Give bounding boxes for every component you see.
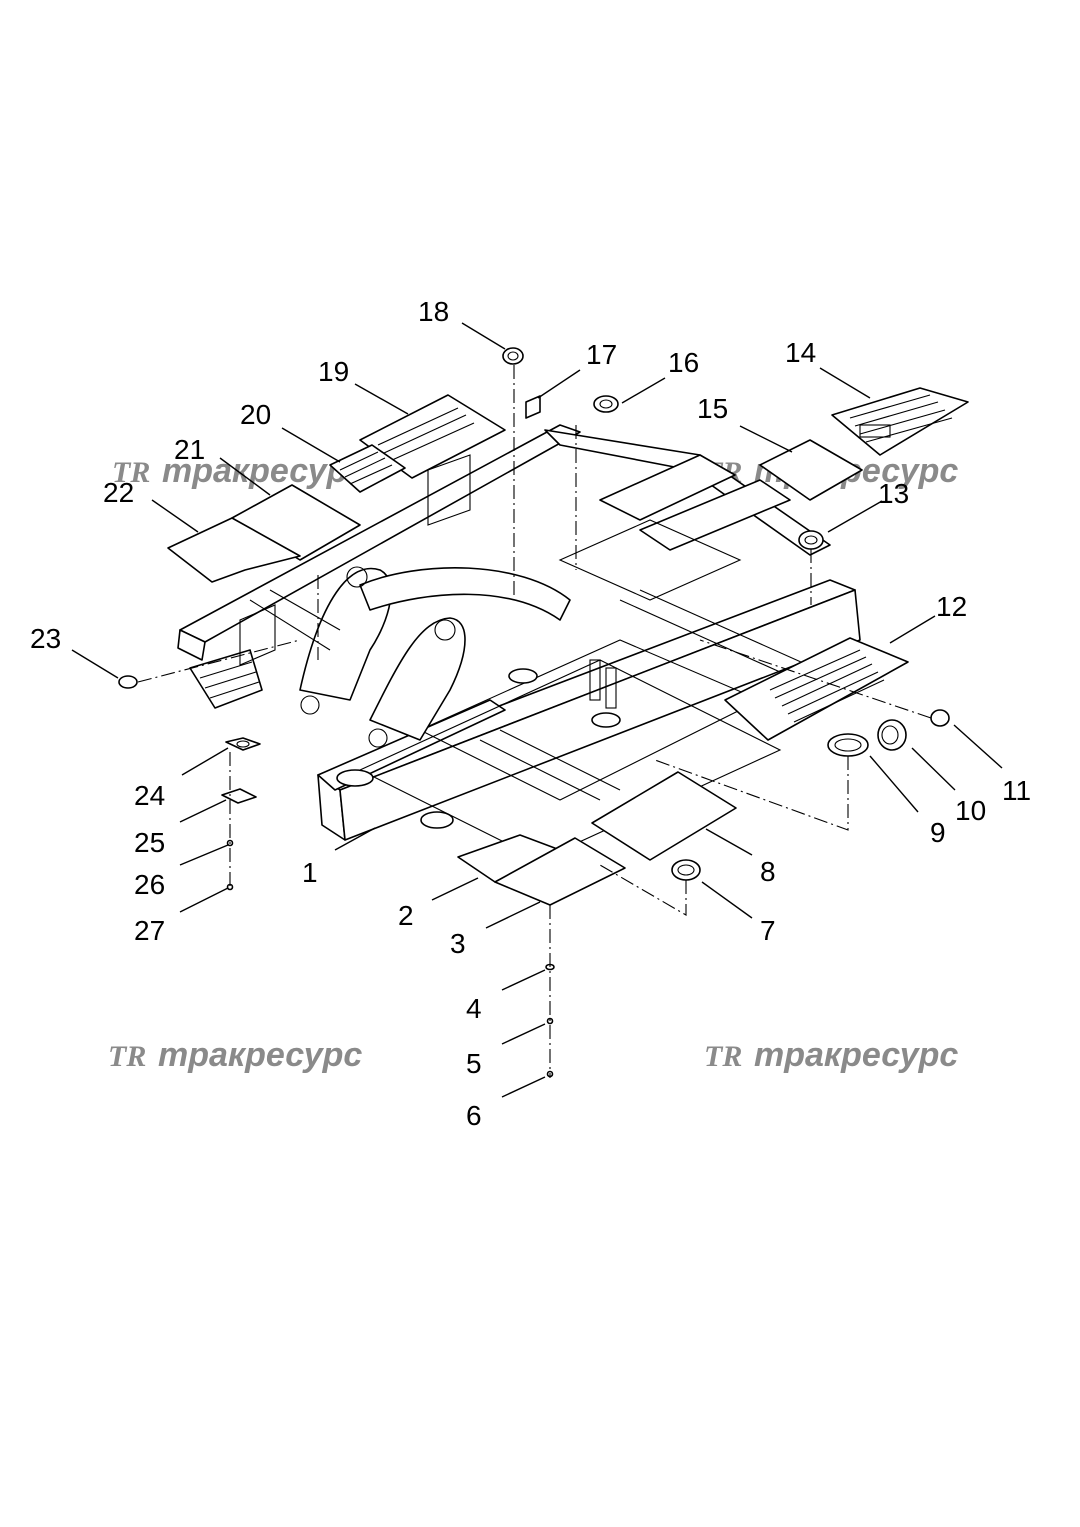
callout-27: 27: [134, 915, 165, 946]
ring-10: [877, 719, 907, 751]
vented-panel-20: [329, 444, 406, 493]
cap-23: [118, 675, 138, 689]
callout-17: 17: [586, 339, 617, 370]
callout-23: 23: [30, 623, 61, 654]
callout-14: 14: [785, 337, 816, 368]
watermark-logo: TR: [108, 1040, 146, 1073]
callout-9: 9: [930, 817, 946, 848]
cover-plate-8: [591, 771, 737, 861]
callout-22: 22: [103, 477, 134, 508]
watermark-bottom-left: TR тракресурс: [108, 1036, 362, 1074]
callout-13: 13: [878, 478, 909, 509]
callout-25: 25: [134, 827, 165, 858]
cover-plate-3: [494, 837, 626, 906]
callout-19: 19: [318, 356, 349, 387]
callout-1: 1: [302, 857, 318, 888]
callout-15: 15: [697, 393, 728, 424]
callout-16: 16: [668, 347, 699, 378]
cover-plate-15: [759, 439, 863, 501]
watermark-text: тракресурс: [158, 1036, 362, 1074]
grommet-7: [671, 859, 701, 881]
callout-18: 18: [418, 296, 449, 327]
watermark-logo: TR: [704, 1040, 742, 1073]
main-frame: [177, 424, 861, 861]
callout-2: 2: [398, 900, 414, 931]
grille-14: [831, 387, 969, 456]
vented-panel-12: [724, 637, 909, 741]
grommet-9: [827, 733, 869, 757]
watermark-bottom-right: TR тракресурс: [704, 1036, 958, 1074]
cover-plate-22: [167, 517, 301, 583]
callout-6: 6: [466, 1100, 482, 1131]
callout-20: 20: [240, 399, 271, 430]
callout-21: 21: [174, 434, 205, 465]
leader-lines: [71, 322, 1003, 1098]
bracket-17: [525, 395, 541, 419]
callout-24: 24: [134, 780, 165, 811]
watermark-logo: TR: [112, 456, 150, 489]
callout-5: 5: [466, 1048, 482, 1079]
cover-25: [221, 788, 257, 804]
watermark-text: тракресурс: [162, 452, 366, 490]
callout-8: 8: [760, 856, 776, 887]
callout-4: 4: [466, 993, 482, 1024]
callout-11: 11: [1002, 775, 1031, 806]
callout-3: 3: [450, 928, 466, 959]
watermark-top-left: TR тракресурс: [112, 452, 366, 490]
cover-24: [225, 737, 261, 751]
callout-26: 26: [134, 869, 165, 900]
callout-7: 7: [760, 915, 776, 946]
plug-11: [930, 709, 950, 727]
callout-10: 10: [955, 795, 986, 826]
grommet-13: [798, 530, 824, 550]
plug-18: [502, 347, 524, 365]
grommet-16: [593, 395, 619, 413]
callout-12: 12: [936, 591, 967, 622]
watermark-text: тракресурс: [754, 1036, 958, 1074]
